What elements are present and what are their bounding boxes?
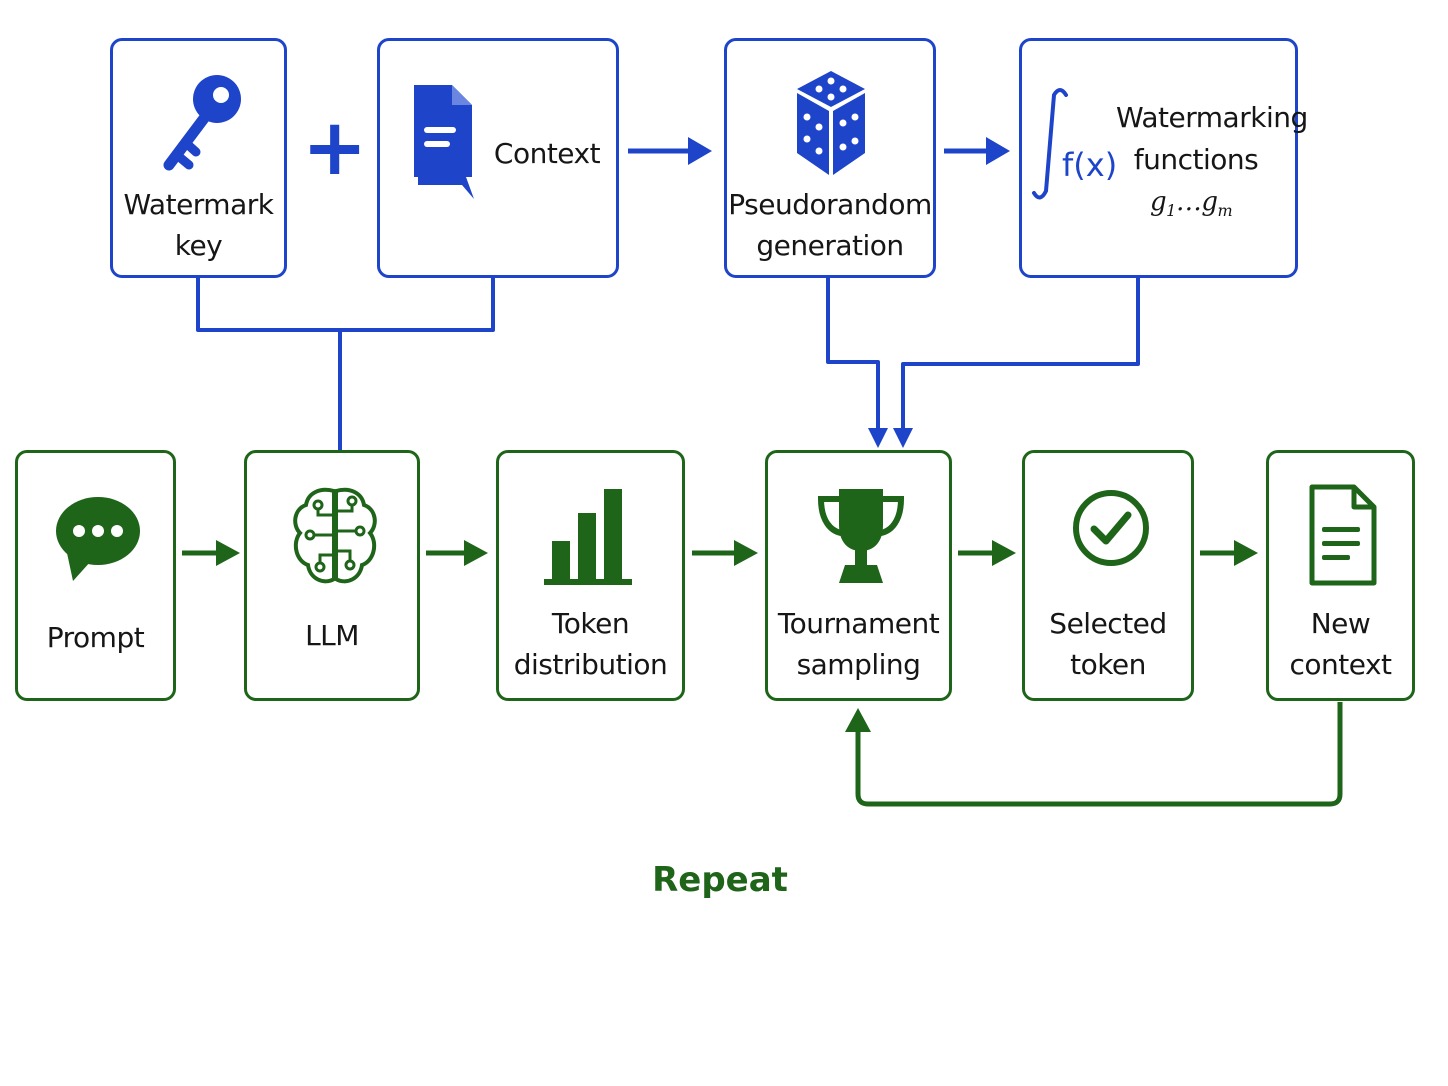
key-icon	[163, 75, 241, 171]
document-icon	[1309, 484, 1377, 586]
watermarking-functions-label: Watermarking functions	[1116, 101, 1308, 176]
llm-to-distribution-arrow	[426, 540, 488, 566]
llm-label: LLM	[305, 619, 359, 652]
context-label: Context	[493, 137, 601, 170]
context-to-pseudorandom-arrow	[628, 137, 712, 165]
g-end: g	[1201, 187, 1218, 217]
prompt-box: Prompt	[15, 450, 176, 701]
token-distribution-box: Token distribution	[496, 450, 685, 701]
g-start: g	[1150, 187, 1167, 217]
repeat-loop-arrow	[845, 702, 1343, 807]
dice-icon	[797, 71, 865, 175]
g-functions-notation: g1…gm	[1150, 181, 1233, 232]
repeat-label: Repeat	[652, 860, 788, 900]
pseudorandom-to-functions-arrow	[944, 137, 1010, 165]
check-circle-icon	[1073, 490, 1149, 566]
watermark-key-label: Watermark key	[123, 188, 274, 262]
chat-bubble-icon	[56, 497, 140, 581]
integral-function-icon: f(x)	[1030, 85, 1118, 205]
new-context-label: New context	[1289, 607, 1392, 681]
selected-token-box: Selected token	[1022, 450, 1194, 701]
g-start-subscript: 1	[1166, 201, 1176, 221]
pseudorandom-to-tournament-line	[826, 278, 888, 448]
g-dots: …	[1175, 187, 1202, 217]
tournament-to-selected-arrow	[958, 540, 1016, 566]
watermarking-functions-box: f(x) Watermarking functions g1…gm	[1019, 38, 1308, 278]
key-context-bracket	[196, 278, 495, 332]
tournament-sampling-label: Tournament sampling	[777, 607, 940, 681]
functions-to-tournament-line	[893, 278, 1140, 448]
pseudorandom-box: Pseudorandom generation	[724, 38, 936, 278]
document-icon	[414, 85, 474, 199]
new-context-box: New context	[1266, 450, 1415, 701]
trophy-icon	[817, 489, 905, 583]
selected-to-newcontext-arrow	[1200, 540, 1258, 566]
prompt-to-llm-arrow	[182, 540, 240, 566]
token-distribution-label: Token distribution	[513, 607, 668, 681]
distribution-to-tournament-arrow	[692, 540, 758, 566]
g-end-subscript: m	[1217, 201, 1233, 221]
selected-token-label: Selected token	[1049, 607, 1167, 681]
context-box: Context	[377, 38, 619, 278]
plus-sign: +	[302, 103, 368, 193]
watermark-key-box: Watermark key	[110, 38, 287, 278]
prompt-label: Prompt	[46, 621, 145, 654]
function-symbol: f(x)	[1062, 146, 1118, 184]
llm-box: LLM	[244, 450, 420, 701]
bar-chart-icon	[544, 489, 632, 585]
pseudorandom-label: Pseudorandom generation	[728, 188, 932, 262]
tournament-sampling-box: Tournament sampling	[765, 450, 952, 701]
brain-circuit-icon	[293, 487, 377, 584]
